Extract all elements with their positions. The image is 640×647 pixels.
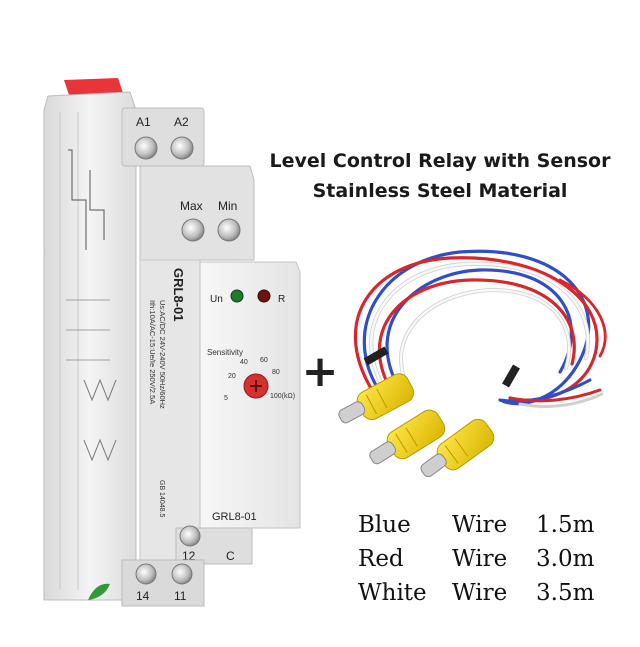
wire-color: White [358, 580, 427, 606]
level-control-relay: A1 A2 Max Min GRL8-01 Us:AC/DC 24V-240V … [43, 78, 301, 607]
terminal-max-screw [181, 218, 205, 242]
led-r-indicator [257, 289, 271, 303]
sensor-probe [420, 418, 495, 478]
relay-spec-line-1: Us:AC/DC 24V-240V 50Hz/60Hz [158, 300, 167, 409]
terminal-min-label: Min [218, 199, 237, 213]
wire-blue [362, 249, 591, 406]
terminal-11-screw [171, 563, 193, 585]
sensor-probe [369, 409, 446, 465]
wire-spec-row: White Wire 3.5m [358, 576, 638, 610]
terminal-a2-label: A2 [174, 115, 189, 129]
terminal-c-label: C [226, 549, 235, 563]
knob-scale-60: 60 [260, 357, 268, 364]
wire-color: Red [358, 546, 404, 572]
knob-scale-40: 40 [240, 359, 248, 366]
knob-scale-80: 80 [272, 369, 280, 376]
relay-model-front: GRL8-01 [212, 511, 257, 523]
relay-spec-line-2: Ith:10A/AC-15:Ue/Ie 250V/2.5A [148, 300, 157, 404]
wire-length: 3.0m [536, 546, 595, 572]
relay-standard: GB 14048.5 [158, 480, 165, 517]
terminal-a1-screw [134, 136, 158, 160]
cable-tie [502, 364, 520, 388]
wire-spec-row: Red Wire 3.0m [358, 542, 638, 576]
terminal-14-label: 14 [136, 589, 150, 603]
led-un-indicator [230, 289, 244, 303]
terminal-11-label: 11 [174, 589, 187, 603]
led-r-label: R [278, 294, 285, 305]
cable-tie [363, 346, 389, 366]
plus-sign: + [301, 346, 339, 397]
sensor-probes [338, 373, 495, 478]
knob-scale-5: 5 [224, 395, 228, 402]
terminal-a1-label: A1 [136, 115, 151, 129]
headline-line-2: Stainless Steel Material [312, 180, 568, 202]
wire-spec-list: Blue Wire 1.5m Red Wire 3.0m White Wire … [358, 508, 638, 610]
knob-title: Sensitivity [207, 348, 243, 357]
wire-color: Blue [358, 512, 411, 538]
headline: Level Control Relay with Sensor Stainles… [240, 146, 640, 206]
terminal-max-label: Max [180, 199, 203, 213]
headline-line-1: Level Control Relay with Sensor [269, 150, 611, 172]
wire-length: 3.5m [536, 580, 595, 606]
terminal-14-screw [135, 563, 157, 585]
terminal-12-screw [179, 525, 201, 547]
wire-red [353, 256, 599, 402]
terminal-min-screw [217, 218, 241, 242]
relay-model-vertical: GRL8-01 [171, 268, 186, 321]
leaf-icon [88, 583, 110, 600]
sensor-probe [338, 373, 415, 424]
wire-type: Wire [452, 546, 508, 572]
knob-scale-20: 20 [228, 373, 236, 380]
wire-spec-row: Blue Wire 1.5m [358, 508, 638, 542]
terminal-a2-screw [170, 136, 194, 160]
knob-scale-100: 100(kΩ) [270, 393, 295, 400]
relay-body [43, 91, 137, 601]
wire-type: Wire [452, 512, 508, 538]
led-un-label: Un [210, 294, 223, 305]
sensor-wire-bundle [353, 249, 607, 408]
wire-length: 1.5m [536, 512, 595, 538]
wire-type: Wire [452, 580, 508, 606]
